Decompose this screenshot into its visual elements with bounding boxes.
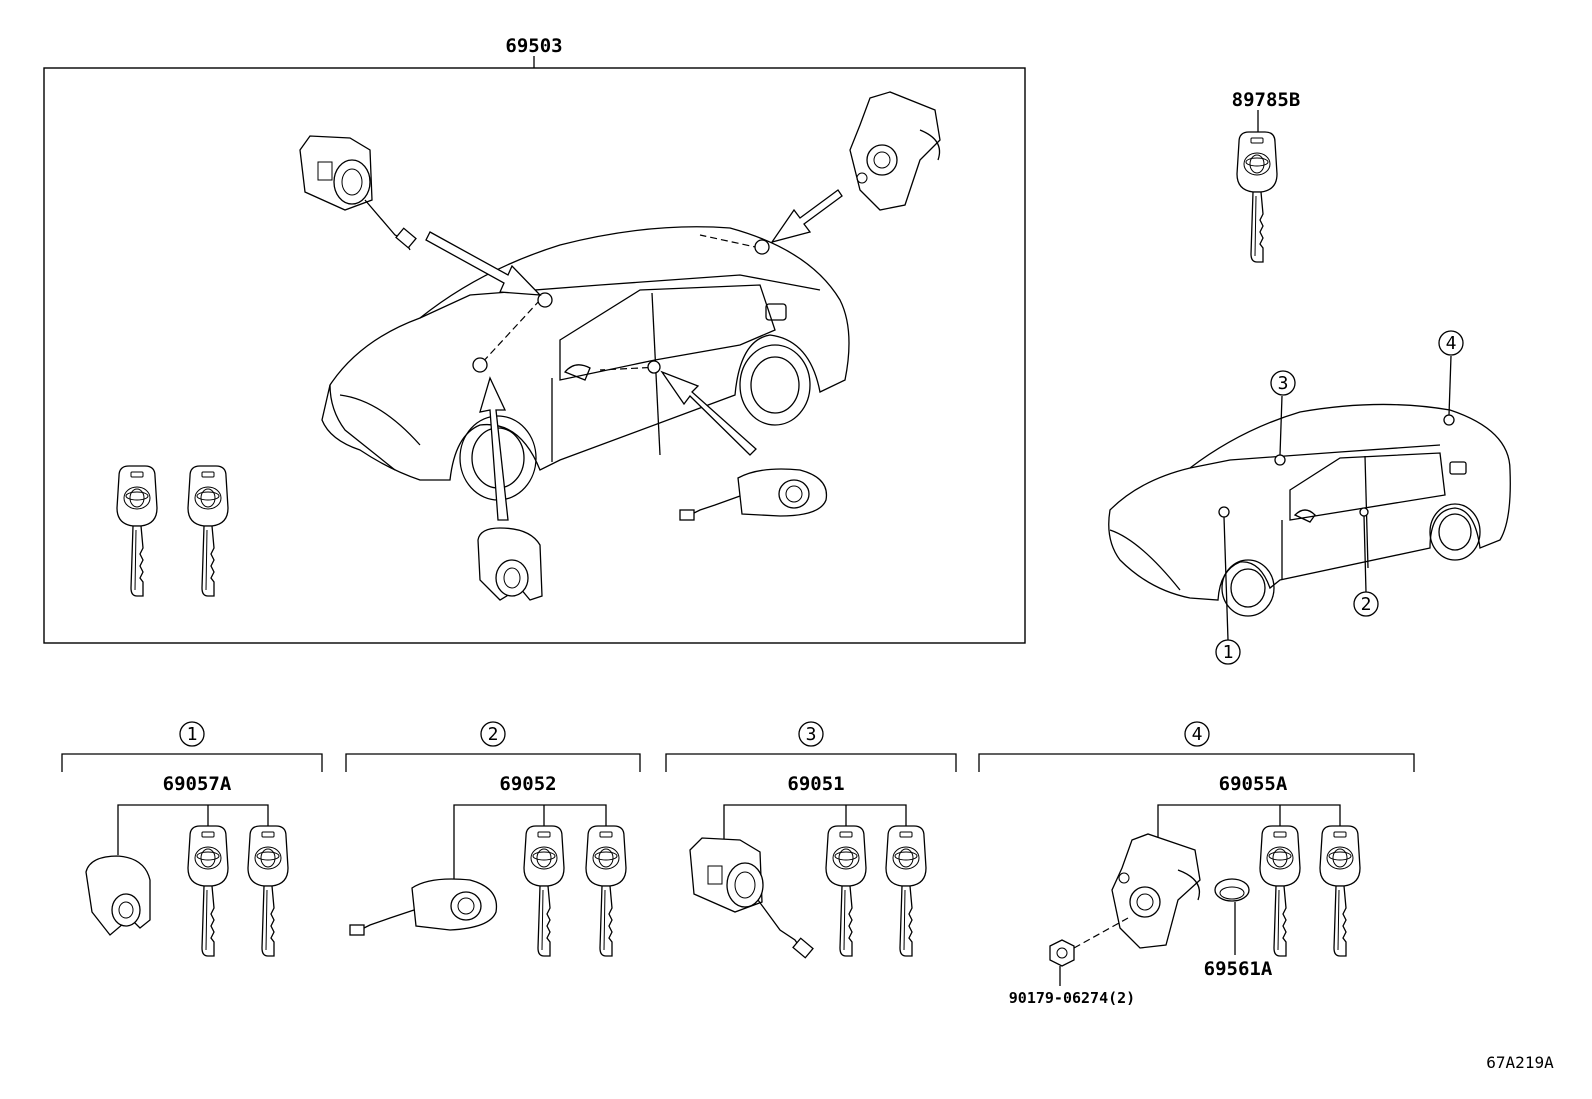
key-icon: [585, 825, 627, 957]
callout-3: 3: [1278, 373, 1289, 394]
key-icon: [825, 825, 867, 957]
cylinder-part-number[interactable]: 69561A: [1204, 958, 1273, 980]
callout-1: 1: [1223, 642, 1234, 663]
group-4-part-number[interactable]: 69055A: [1219, 773, 1288, 795]
ignition-cylinder-icon: [477, 527, 543, 601]
key-icon: [1236, 131, 1278, 263]
main-kit-group: 69503: [43, 35, 1026, 644]
group-1-callout: 1: [187, 724, 198, 745]
door-lock-cylinder-icon: [689, 837, 814, 959]
main-kit-box: [43, 67, 1026, 644]
luggage-lock-icon: [1111, 833, 1201, 949]
group-4-callout: 4: [1192, 724, 1203, 745]
key-icon: [523, 825, 565, 957]
group-1: 1 69057A: [61, 721, 323, 957]
arrow-icon: [425, 189, 843, 521]
key-icon: [885, 825, 927, 957]
key-icon: [187, 825, 229, 957]
main-kit-part-number[interactable]: 69503: [505, 35, 562, 57]
single-key-group: 89785B: [1232, 89, 1301, 263]
group-3-callout: 3: [806, 724, 817, 745]
ignition-cylinder-icon: [85, 855, 151, 936]
key-icon: [247, 825, 289, 957]
group-3: 3 69051: [665, 721, 957, 959]
trunk-lock-cylinder-icon: [849, 91, 941, 211]
group-2-callout: 2: [488, 724, 499, 745]
key-icon: [1319, 825, 1361, 957]
ring-icon: [1214, 878, 1250, 902]
nut-icon: [1049, 939, 1075, 967]
reference-car-group: 1 2 3 4: [1108, 330, 1511, 665]
group-3-part-number[interactable]: 69051: [787, 773, 844, 795]
diagram-reference: 67A219A: [1486, 1053, 1554, 1072]
door-lock-cylinder-icon: [299, 135, 417, 251]
key-icon: [187, 465, 229, 597]
group-2-part-number[interactable]: 69052: [499, 773, 556, 795]
key-icon: [116, 465, 158, 597]
callout-4: 4: [1446, 333, 1457, 354]
nut-part-number[interactable]: 90179-06274(2): [1009, 989, 1135, 1007]
group-1-part-number[interactable]: 69057A: [163, 773, 232, 795]
sedan-car-icon: [1108, 403, 1511, 617]
callout-2: 2: [1361, 594, 1372, 615]
group-2: 2 69052: [345, 721, 641, 957]
group-4: 4 69055A 69561A 90179-06274(2): [978, 721, 1415, 1007]
key-icon: [1259, 825, 1301, 957]
door-lock-cylinder-icon: [679, 468, 828, 521]
sedan-car-icon: [321, 226, 850, 501]
door-lock-cylinder-icon: [349, 878, 498, 936]
single-key-part-number[interactable]: 89785B: [1232, 89, 1301, 111]
